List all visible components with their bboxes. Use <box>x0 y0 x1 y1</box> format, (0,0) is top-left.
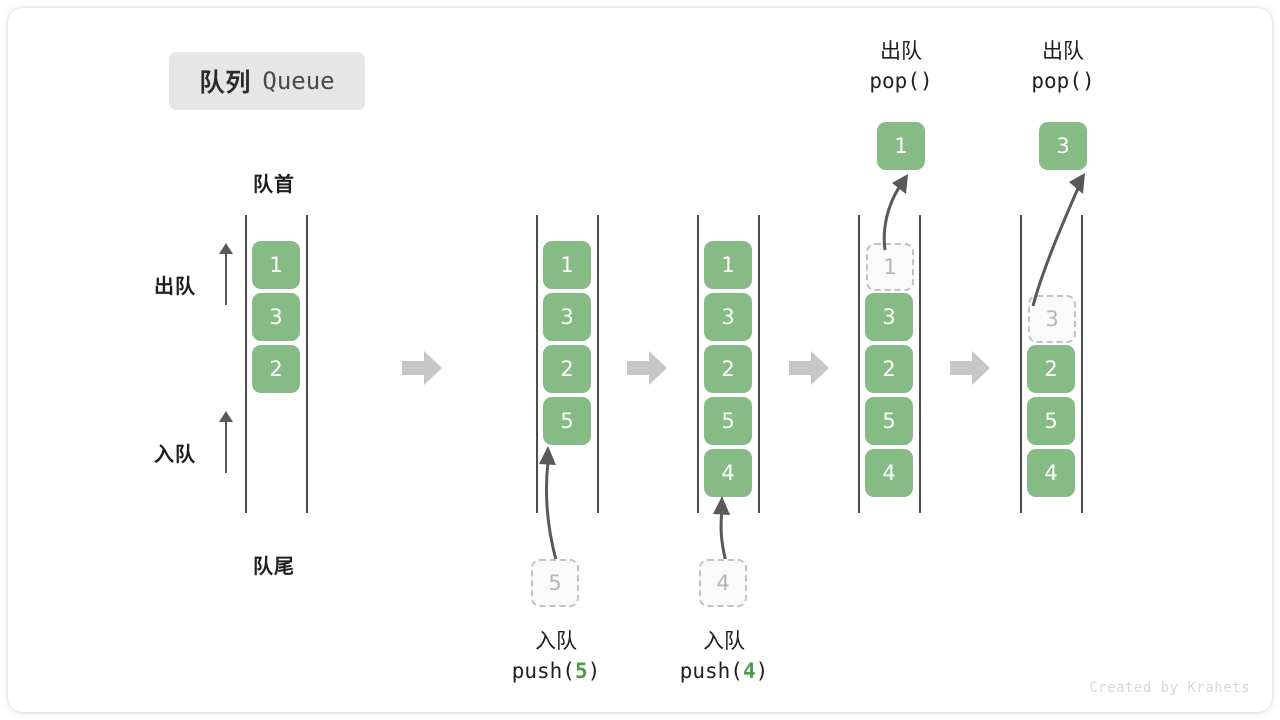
pop1-arrow-icon <box>838 168 958 258</box>
pop3-popped-cell: 3 <box>1039 122 1087 170</box>
pop3-caption: 出队 pop() <box>973 38 1153 96</box>
push5-arrow-icon <box>468 438 668 568</box>
push5-caption-cn: 入队 <box>535 630 577 653</box>
step-arrow-icon <box>625 348 669 388</box>
pop3-ghost-cell: 3 <box>1028 295 1076 343</box>
queue-cell: 3 <box>704 293 752 341</box>
push4-caption-code: push(4) <box>679 658 769 683</box>
title-en: Queue <box>262 67 335 95</box>
pop1-ghost-cell: 1 <box>866 243 914 291</box>
pop3-caption-code: pop() <box>1031 68 1095 93</box>
queue-cell: 2 <box>252 345 300 393</box>
push4-caption: 入队 push(4) <box>634 628 814 686</box>
queue-cell: 2 <box>1027 345 1075 393</box>
pop1-caption: 出队 pop() <box>811 38 991 96</box>
pop3-arrow-icon <box>1003 168 1123 313</box>
queue-cell: 1 <box>704 241 752 289</box>
step-arrow-icon <box>787 348 831 388</box>
queue-cell: 4 <box>1027 449 1075 497</box>
queue-cell: 3 <box>543 293 591 341</box>
step-arrow-icon <box>400 348 444 388</box>
label-dequeue: 出队 <box>154 276 196 298</box>
pop3-caption-cn: 出队 <box>1042 40 1084 63</box>
step-arrow-icon <box>948 348 992 388</box>
label-enqueue: 入队 <box>154 444 196 466</box>
queue-cell: 5 <box>1027 397 1075 445</box>
queue-cell: 4 <box>704 449 752 497</box>
pop1-popped-cell: 1 <box>877 122 925 170</box>
title-badge: 队列 Queue <box>169 52 365 110</box>
queue-cell: 2 <box>543 345 591 393</box>
push5-caption-code: push(5) <box>511 658 601 683</box>
queue-cell: 5 <box>543 397 591 445</box>
queue-cell: 3 <box>865 293 913 341</box>
dequeue-arrow-icon <box>219 243 233 305</box>
label-queue-front: 队首 <box>253 174 295 196</box>
title-cn: 队列 <box>199 69 252 97</box>
pop1-caption-code: pop() <box>869 68 933 93</box>
queue-cell: 5 <box>865 397 913 445</box>
push5-ghost-cell: 5 <box>531 559 579 607</box>
queue-cell: 1 <box>252 241 300 289</box>
queue-cell: 4 <box>865 449 913 497</box>
queue-cell: 2 <box>865 345 913 393</box>
diagram-canvas: 队列 Queue 队首 队尾 出队 入队 1 3 2 1 3 2 5 <box>8 8 1272 712</box>
queue-cell: 2 <box>704 345 752 393</box>
queue-cell: 1 <box>543 241 591 289</box>
pop1-caption-cn: 出队 <box>880 40 922 63</box>
queue-cell: 5 <box>704 397 752 445</box>
push5-caption: 入队 push(5) <box>466 628 646 686</box>
enqueue-arrow-icon <box>219 411 233 473</box>
push4-arrow-icon <box>636 490 836 570</box>
push4-caption-cn: 入队 <box>703 630 745 653</box>
queue-cell: 3 <box>252 293 300 341</box>
push4-ghost-cell: 4 <box>699 559 747 607</box>
credit-text: Created by Krahets <box>1089 680 1250 696</box>
label-queue-rear: 队尾 <box>253 556 295 578</box>
